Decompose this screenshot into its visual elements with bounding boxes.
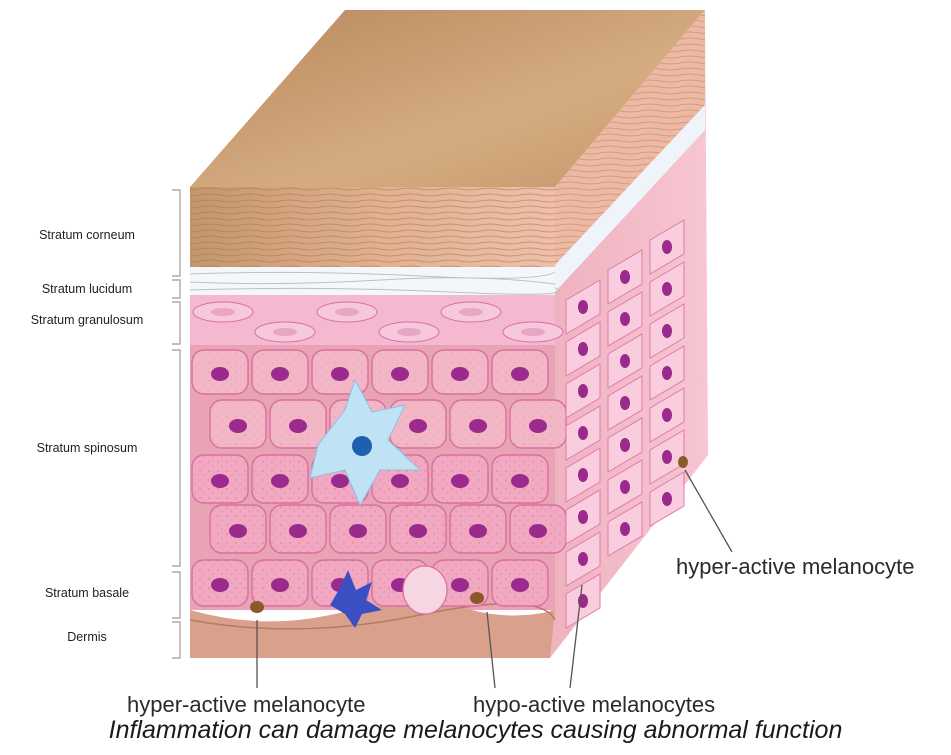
cell-nucleus [620, 522, 630, 536]
cell-nucleus [289, 419, 307, 433]
layer-bracket [172, 190, 180, 276]
cell-nucleus [511, 474, 529, 488]
cell-nucleus [211, 578, 229, 592]
cell-nucleus [451, 474, 469, 488]
label-stratum-spinosum: Stratum spinosum [12, 441, 162, 455]
cell-nucleus [620, 354, 630, 368]
melanocyte-nucleus [470, 592, 484, 604]
cell-nucleus [578, 426, 588, 440]
cell-nucleus [662, 366, 672, 380]
cell-nucleus [578, 384, 588, 398]
cell-nucleus [578, 300, 588, 314]
cell-nucleus [409, 419, 427, 433]
label-stratum-lucidum: Stratum lucidum [12, 282, 162, 296]
granulosum-band [190, 295, 555, 345]
cell-nucleus [409, 524, 427, 538]
cell-nucleus [662, 450, 672, 464]
cell-nucleus [662, 408, 672, 422]
cell-nucleus [529, 419, 547, 433]
cell-nucleus [331, 474, 349, 488]
cell-nucleus [578, 468, 588, 482]
label-stratum-corneum: Stratum corneum [12, 228, 162, 242]
label-stratum-granulosum: Stratum granulosum [8, 313, 166, 327]
dermis-band [190, 605, 555, 658]
cell-nucleus [349, 524, 367, 538]
cell-nucleus [289, 524, 307, 538]
cell-nucleus [335, 308, 359, 316]
cell-nucleus [662, 324, 672, 338]
callout-line-right [685, 470, 732, 552]
cell-nucleus [459, 308, 483, 316]
cell-nucleus [469, 524, 487, 538]
layer-bracket [172, 302, 180, 344]
cell-nucleus [451, 367, 469, 381]
label-stratum-basale: Stratum basale [12, 586, 162, 600]
melanocyte-nucleus [678, 456, 688, 468]
cell-nucleus [620, 438, 630, 452]
cell-nucleus [271, 578, 289, 592]
cell-nucleus [662, 282, 672, 296]
cell-nucleus [511, 578, 529, 592]
cell-nucleus [578, 552, 588, 566]
figure-caption: Inflammation can damage melanocytes caus… [0, 716, 951, 745]
cell-nucleus [391, 474, 409, 488]
cell-nucleus [620, 480, 630, 494]
cell-nucleus [229, 419, 247, 433]
cell-nucleus [271, 367, 289, 381]
cell-nucleus [331, 367, 349, 381]
cell-nucleus [620, 312, 630, 326]
layer-bracket [172, 572, 180, 618]
layer-bracket [172, 280, 180, 298]
cell-nucleus [451, 578, 469, 592]
cell-nucleus [397, 328, 421, 336]
cell-nucleus [211, 308, 235, 316]
cell-nucleus [511, 367, 529, 381]
cell-nucleus [578, 510, 588, 524]
cell-nucleus [620, 270, 630, 284]
melanocyte-nucleus [250, 601, 264, 613]
cell-nucleus [391, 367, 409, 381]
cell-nucleus [578, 342, 588, 356]
cell-nucleus [469, 419, 487, 433]
hypo-active-melanocytes-label: hypo-active melanocytes [473, 692, 715, 718]
lucidum-band [190, 267, 555, 295]
cell-nucleus [273, 328, 297, 336]
cell-nucleus [521, 328, 545, 336]
label-dermis: Dermis [12, 630, 162, 644]
cell-nucleus [211, 367, 229, 381]
cell-nucleus [620, 396, 630, 410]
cell-nucleus [211, 474, 229, 488]
basal-cell [403, 566, 447, 614]
layer-bracket [172, 350, 180, 566]
cell-nucleus [229, 524, 247, 538]
layer-bracket [172, 622, 180, 658]
cell-nucleus [271, 474, 289, 488]
cell-nucleus [662, 240, 672, 254]
hyper-active-melanocyte-label-bottom: hyper-active melanocyte [127, 692, 365, 718]
cell-nucleus [529, 524, 547, 538]
cell-nucleus [662, 492, 672, 506]
hyper-active-melanocyte-label-right: hyper-active melanocyte [676, 554, 914, 580]
